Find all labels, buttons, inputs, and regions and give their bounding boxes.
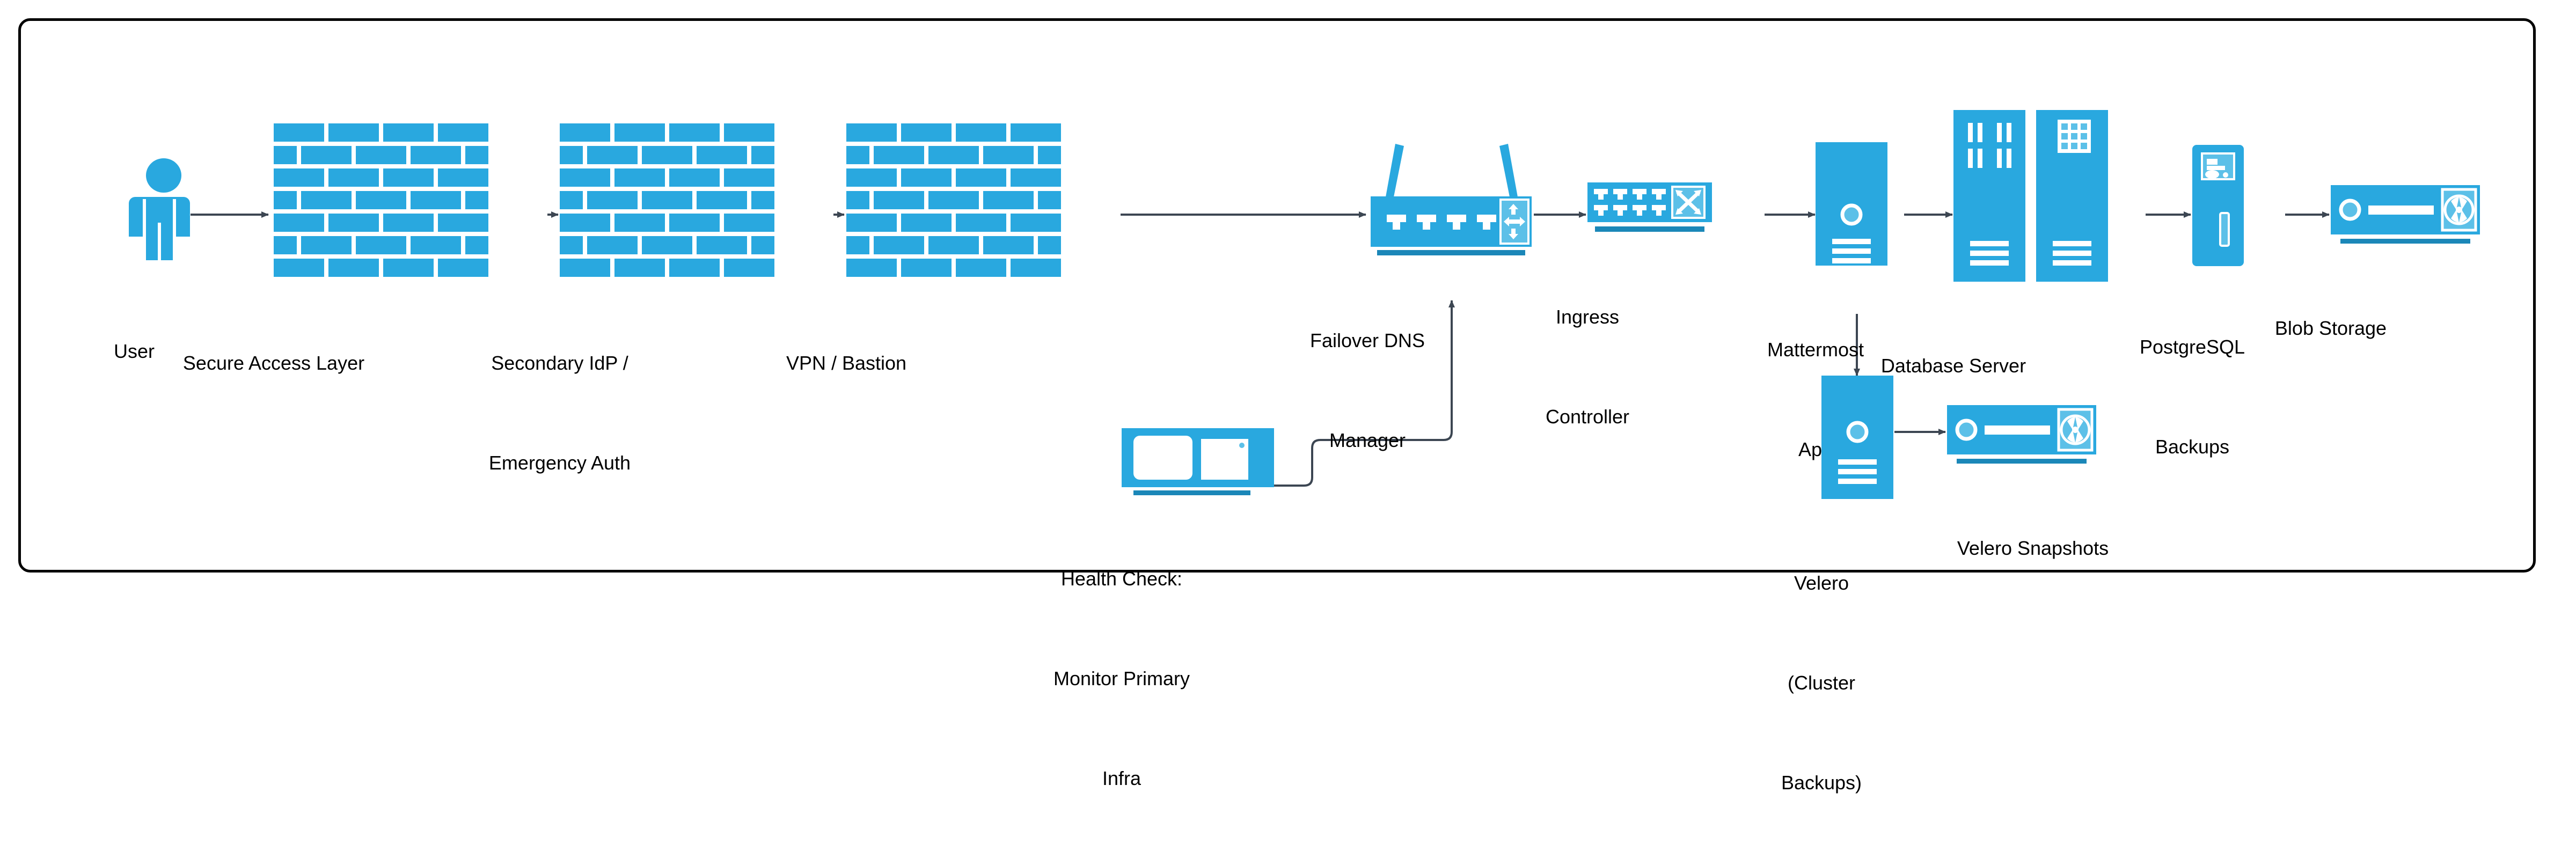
- network-switch-icon: [1587, 182, 1712, 232]
- firewall-brick-icon: [274, 123, 488, 277]
- node-label-ingress-controller: Ingress Controller: [1545, 306, 1630, 428]
- diagram-border: [18, 18, 2536, 573]
- user-person-icon: [129, 158, 190, 260]
- server-tower-icon: [1821, 376, 1893, 499]
- server-tower-icon: [1816, 142, 1887, 266]
- wireless-router-icon: [1371, 144, 1532, 255]
- node-label-secondary-idp: Secondary IdP / Emergency Auth: [488, 352, 631, 474]
- node-label-database-server: Database Server: [1880, 355, 2026, 377]
- node-label-blob-storage: Blob Storage: [2274, 317, 2387, 339]
- node-label-vpn-bastion: VPN / Bastion: [786, 352, 907, 374]
- firewall-brick-icon: [560, 123, 774, 277]
- node-label-user: User: [113, 340, 155, 362]
- node-label-secure-access-layer: Secure Access Layer: [182, 352, 365, 374]
- database-rack-icon: [1953, 110, 2108, 282]
- node-label-postgresql-backups: PostgreSQL Backups: [2139, 336, 2245, 458]
- diagram-canvas: User Secure Access Layer: [18, 18, 2536, 794]
- node-label-health-check: Health Check: Monitor Primary Infra: [1053, 568, 1190, 789]
- disk-array-icon: [2331, 185, 2480, 244]
- node-label-failover-dns-manager: Failover DNS Manager: [1309, 329, 1425, 451]
- monitor-tablet-icon: [1122, 428, 1274, 495]
- firewall-brick-icon: [846, 123, 1061, 277]
- tape-storage-icon: [2192, 145, 2244, 266]
- disk-array-icon: [1947, 405, 2096, 464]
- node-label-velero-snapshots: Velero Snapshots: [1957, 537, 2109, 559]
